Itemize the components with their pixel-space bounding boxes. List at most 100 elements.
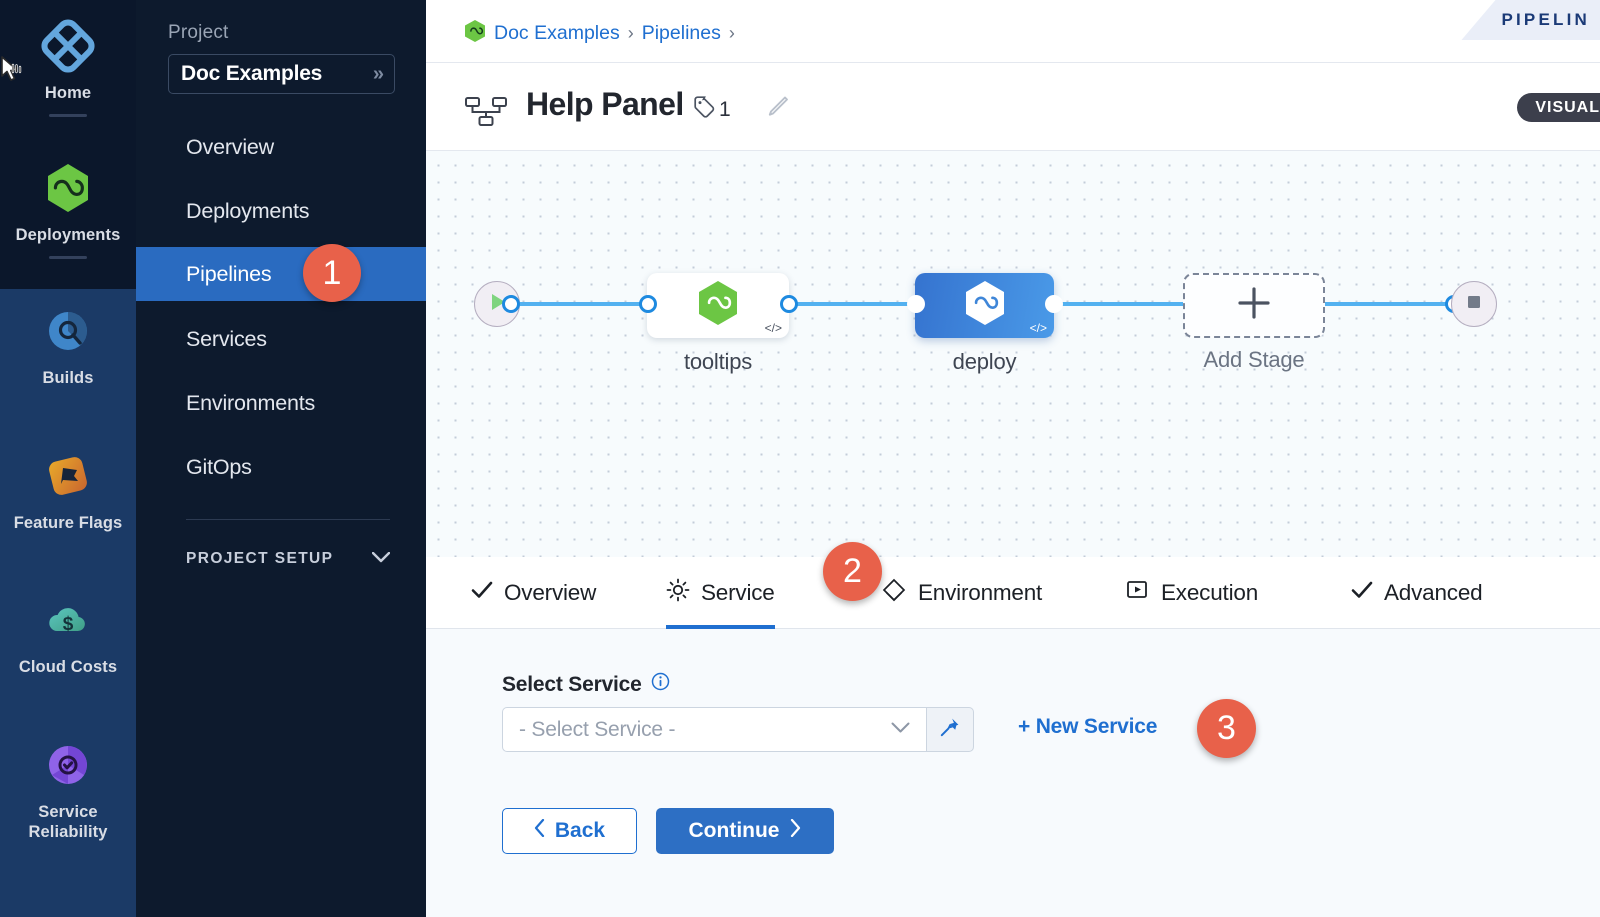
chevron-right-icon	[790, 818, 801, 843]
stage-caption-tooltips: tooltips	[683, 349, 753, 374]
project-selector-name: Doc Examples	[181, 62, 323, 85]
pipeline-canvas[interactable]: </> tooltips </> deploy	[426, 151, 1600, 557]
module-rail-item-home[interactable]: Home	[0, 18, 136, 117]
service-select-placeholder: - Select Service -	[519, 717, 676, 741]
edge-start-tooltips	[512, 302, 672, 306]
tab-label: Advanced	[1384, 580, 1483, 605]
pencil-icon[interactable]	[763, 93, 791, 126]
info-icon[interactable]	[651, 672, 670, 697]
svg-text:$: $	[63, 614, 74, 635]
module-rail-item-cloud-costs[interactable]: $ Cloud Costs	[0, 592, 136, 677]
sidebar-item-label: GitOps	[186, 454, 252, 479]
port-deploy-in[interactable]	[907, 295, 925, 313]
sidebar-item-label: Overview	[186, 134, 275, 159]
module-rail-active-region	[0, 289, 136, 917]
edge-add-end	[1316, 302, 1461, 306]
main-content: Doc Examples › Pipelines › PIPELIN Help …	[426, 0, 1600, 917]
home-diamond-icon	[40, 18, 96, 74]
tab-environment[interactable]: Environment	[881, 557, 1042, 629]
pin-button[interactable]	[926, 707, 974, 752]
add-stage-node[interactable]	[1183, 273, 1325, 338]
module-rail-underline	[49, 256, 87, 259]
tab-label: Execution	[1161, 580, 1259, 605]
breadcrumb-bar: Doc Examples › Pipelines › PIPELIN	[426, 0, 1600, 63]
sidebar-item-label: Deployments	[186, 198, 310, 223]
tab-overview[interactable]: Overview	[471, 557, 596, 629]
sidebar-item-label: Services	[186, 326, 267, 351]
tab-underline	[666, 625, 775, 629]
back-button[interactable]: Back	[502, 808, 637, 854]
chevron-double-right-icon: »	[372, 63, 384, 85]
tag-count-value: 1	[719, 97, 731, 121]
sidebar-item-overview[interactable]: Overview	[136, 120, 426, 174]
project-label: Project	[168, 22, 229, 43]
module-rail-label: Service Reliability	[28, 803, 108, 841]
module-rail-item-deployments[interactable]: Deployments	[0, 160, 136, 259]
breadcrumb-item-doc-examples[interactable]: Doc Examples	[494, 22, 620, 44]
breadcrumb-item-pipelines[interactable]: Pipelines	[641, 22, 721, 44]
service-form-panel: Select Service - Select Service -	[426, 629, 1600, 917]
module-rail-label: Feature Flags	[13, 514, 123, 532]
stage-tab-bar: Overview Service	[426, 557, 1600, 629]
add-stage-caption: Add Stage	[1203, 347, 1305, 372]
check-icon	[471, 580, 493, 606]
chevron-down-icon	[371, 550, 391, 568]
code-badge: </>	[764, 321, 782, 335]
continue-button[interactable]: Continue	[656, 808, 834, 854]
module-rail-item-feature-flags[interactable]: Feature Flags	[0, 448, 136, 533]
select-service-label-text: Select Service	[502, 672, 642, 696]
infinity-hexagon-icon	[962, 279, 1008, 332]
stage-caption-deploy: deploy	[952, 349, 1017, 374]
pipeline-ribbon: PIPELIN	[1461, 0, 1600, 40]
module-rail-label: Home	[44, 84, 92, 102]
mouse-cursor	[0, 55, 30, 94]
port-tooltips-in[interactable]	[639, 295, 657, 313]
module-rail-label: Deployments	[15, 226, 121, 244]
play-box-icon	[1126, 579, 1150, 607]
tab-label: Environment	[918, 580, 1043, 605]
sidebar-item-gitops[interactable]: GitOps	[136, 440, 426, 494]
module-rail-underline	[49, 114, 87, 117]
edge-deploy-add	[1046, 302, 1194, 306]
tag-icon	[690, 94, 716, 125]
plus-icon	[1236, 285, 1272, 326]
new-service-button[interactable]: + New Service	[1018, 715, 1158, 738]
module-rail-item-builds[interactable]: Builds	[0, 303, 136, 388]
sidebar-item-label: Environments	[186, 390, 316, 415]
sidebar-item-deployments[interactable]: Deployments	[136, 184, 426, 238]
chevron-left-icon	[534, 818, 545, 843]
breadcrumb-separator: ›	[627, 23, 634, 43]
sidebar-item-pipelines[interactable]: Pipelines	[136, 247, 426, 301]
flag-icon	[40, 448, 96, 504]
mode-badge-visual[interactable]: VISUAL	[1517, 93, 1600, 122]
port-start-out[interactable]	[502, 295, 520, 313]
breadcrumb: Doc Examples › Pipelines ›	[464, 19, 735, 48]
project-setup-section[interactable]: PROJECT SETUP	[186, 550, 391, 568]
service-reliability-icon	[40, 737, 96, 793]
tab-advanced[interactable]: Advanced	[1351, 557, 1483, 629]
stop-icon	[1464, 292, 1484, 317]
callout-badge-1: 1	[303, 244, 361, 302]
port-deploy-out[interactable]	[1045, 295, 1063, 313]
play-icon	[486, 291, 508, 318]
sidebar-item-environments[interactable]: Environments	[136, 376, 426, 430]
continue-button-label: Continue	[688, 819, 780, 842]
edge-tooltips-deploy	[781, 302, 941, 306]
module-rail-item-service-reliability[interactable]: Service Reliability	[0, 737, 136, 842]
port-tooltips-out[interactable]	[780, 295, 798, 313]
tab-execution[interactable]: Execution	[1126, 557, 1258, 629]
breadcrumb-separator: ›	[728, 23, 735, 43]
module-rail-label: Builds	[42, 369, 94, 387]
stage-node-deploy[interactable]: </>	[915, 273, 1054, 338]
project-selector[interactable]: Doc Examples »	[168, 54, 395, 94]
stage-node-tooltips[interactable]: </>	[647, 273, 789, 338]
project-sidebar: Project Doc Examples » Overview Deployme…	[136, 0, 426, 917]
tab-service[interactable]: Service	[666, 557, 775, 629]
service-select-input[interactable]: - Select Service -	[502, 707, 926, 752]
tag-count[interactable]: 1	[690, 94, 731, 125]
pin-icon	[939, 716, 961, 743]
end-node[interactable]	[1451, 281, 1497, 327]
sidebar-item-services[interactable]: Services	[136, 312, 426, 366]
callout-badge-2: 2	[823, 542, 882, 601]
pipeline-nodes-icon	[464, 95, 508, 134]
